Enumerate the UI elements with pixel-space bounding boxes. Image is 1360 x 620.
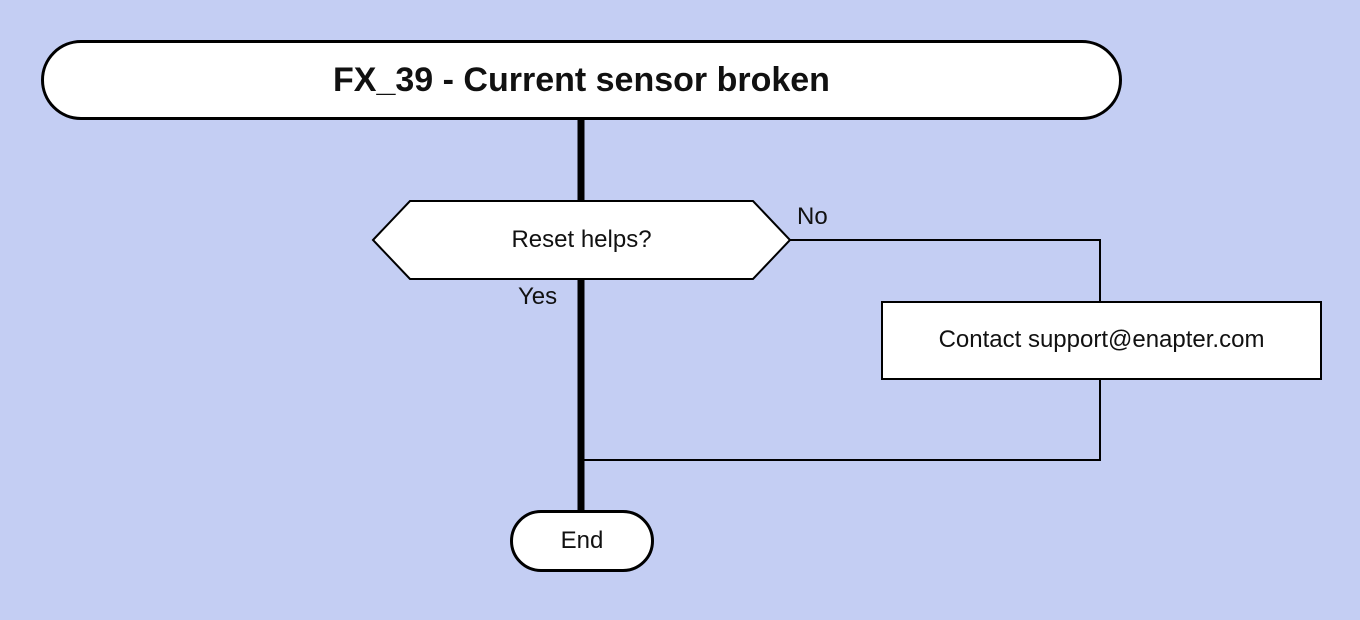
decision-node: Reset helps?: [373, 201, 790, 279]
decision-node-label: Reset helps?: [511, 226, 652, 253]
contact-node: Contact support@enapter.com: [881, 301, 1322, 380]
edge-label-yes: Yes: [518, 283, 558, 310]
decision-node-shape: [371, 200, 792, 280]
edge-label-no: No: [797, 203, 828, 230]
end-node: End: [510, 510, 654, 572]
end-node-label: End: [560, 526, 604, 554]
contact-node-label: Contact support@enapter.com: [938, 326, 1265, 354]
title-node-label: FX_39 - Current sensor broken: [333, 60, 830, 99]
title-node: FX_39 - Current sensor broken: [41, 40, 1122, 120]
